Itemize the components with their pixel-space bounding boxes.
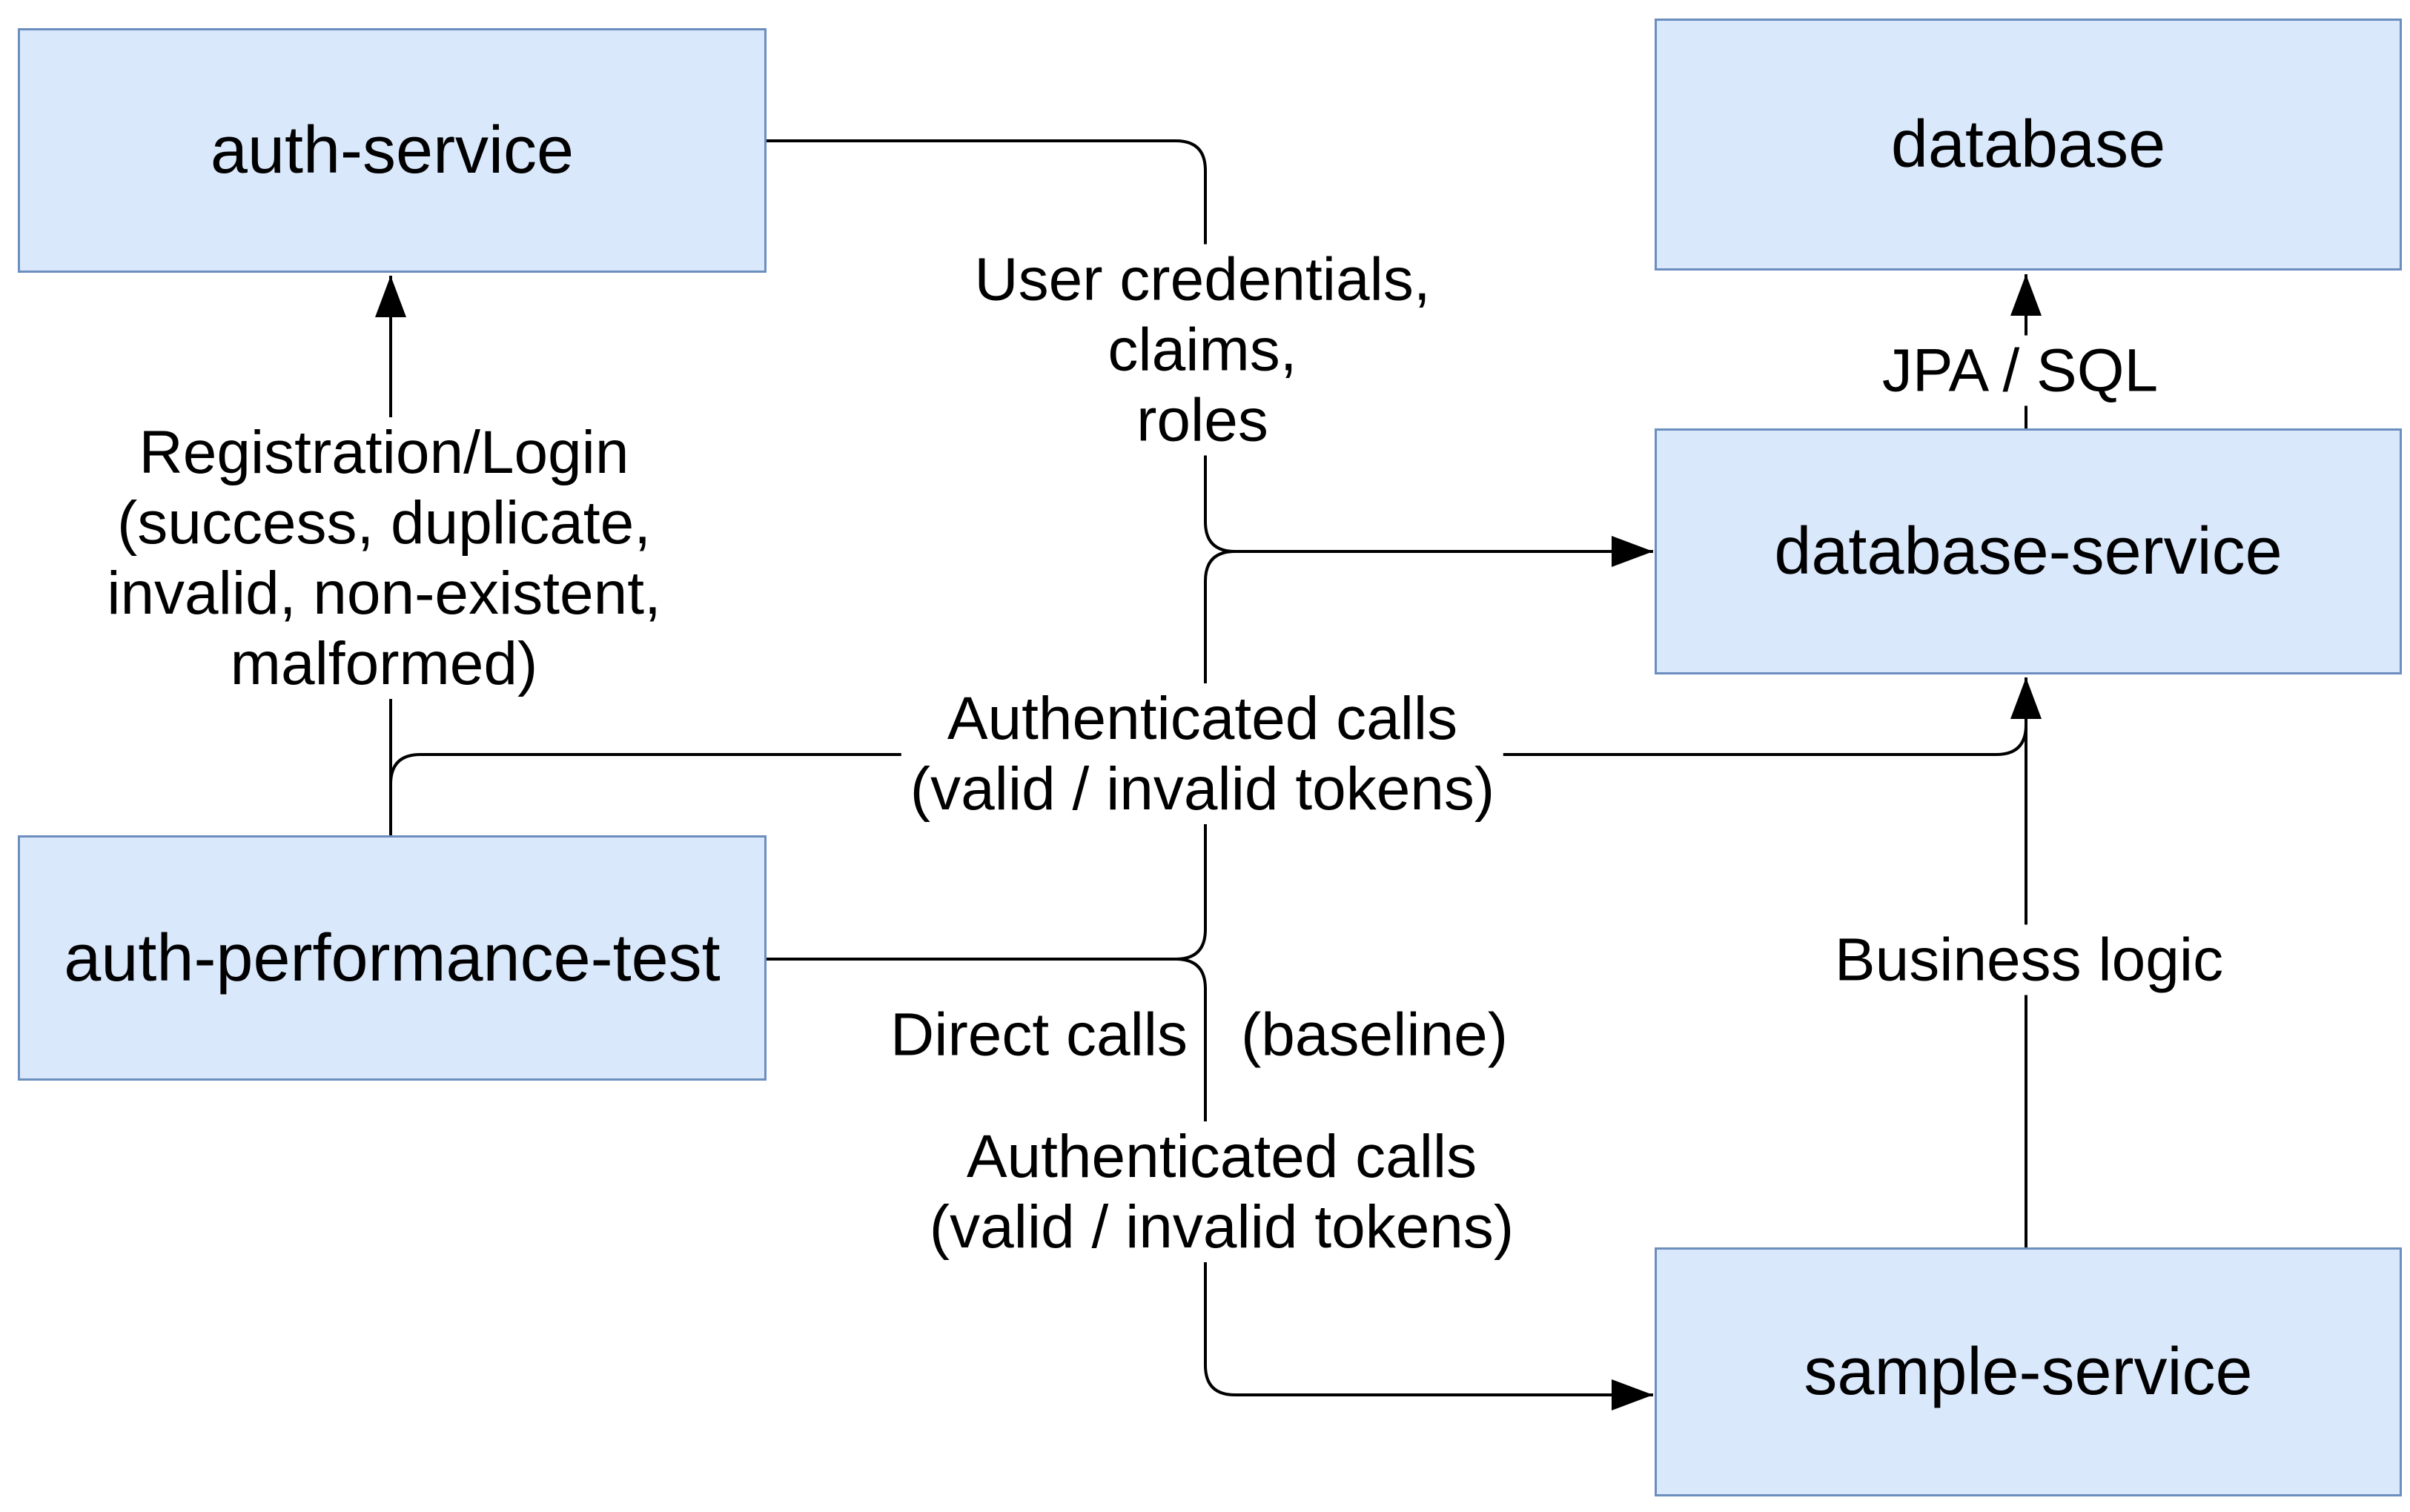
edge-perf-to-dbservice-left [767, 550, 1236, 961]
edge-label-jpa-sql: JPA / SQL [1873, 335, 2168, 406]
node-database-label: database [1890, 107, 2166, 182]
edge-label-line: Authenticated calls [966, 1123, 1477, 1190]
edge-label-line: (success, duplicate, [116, 489, 652, 557]
node-auth-performance-test-label: auth-performance-test [64, 921, 721, 995]
edge-label-line: Authenticated calls [947, 685, 1458, 752]
node-auth-performance-test: auth-performance-test [18, 835, 767, 1081]
edge-label-line: Registration/Login [139, 419, 629, 486]
edge-label-direct-calls: Direct calls [890, 1001, 1188, 1069]
node-auth-service: auth-service [18, 28, 767, 273]
edge-label-line: roles [1136, 386, 1268, 454]
edge-label-authenticated-calls-db: Authenticated calls (valid / invalid tok… [901, 683, 1504, 824]
node-database: database [1655, 19, 2402, 271]
edge-label-authenticated-calls-sample: Authenticated calls (valid / invalid tok… [920, 1121, 1523, 1262]
node-sample-service: sample-service [1655, 1247, 2402, 1496]
edge-label-user-credentials: User credentials, claims, roles [965, 244, 1440, 456]
edge-label-line: malformed) [230, 630, 538, 697]
node-database-service: database-service [1655, 428, 2402, 674]
edge-label-line: invalid, non-existent, [107, 560, 661, 627]
edge-label-line: (valid / invalid tokens) [929, 1193, 1514, 1261]
edge-label-registration-login: Registration/Login (success, duplicate, … [98, 417, 670, 699]
edge-label-line: (valid / invalid tokens) [910, 755, 1495, 823]
node-sample-service-label: sample-service [1804, 1335, 2253, 1409]
edge-label-baseline: (baseline) [1241, 1001, 1509, 1069]
edge-label-line: User credentials, [974, 245, 1431, 314]
edge-label-business-logic: Business logic [1825, 924, 2233, 995]
node-database-service-label: database-service [1774, 514, 2282, 588]
node-auth-service-label: auth-service [210, 113, 575, 188]
edge-label-line: claims, [1108, 316, 1297, 384]
